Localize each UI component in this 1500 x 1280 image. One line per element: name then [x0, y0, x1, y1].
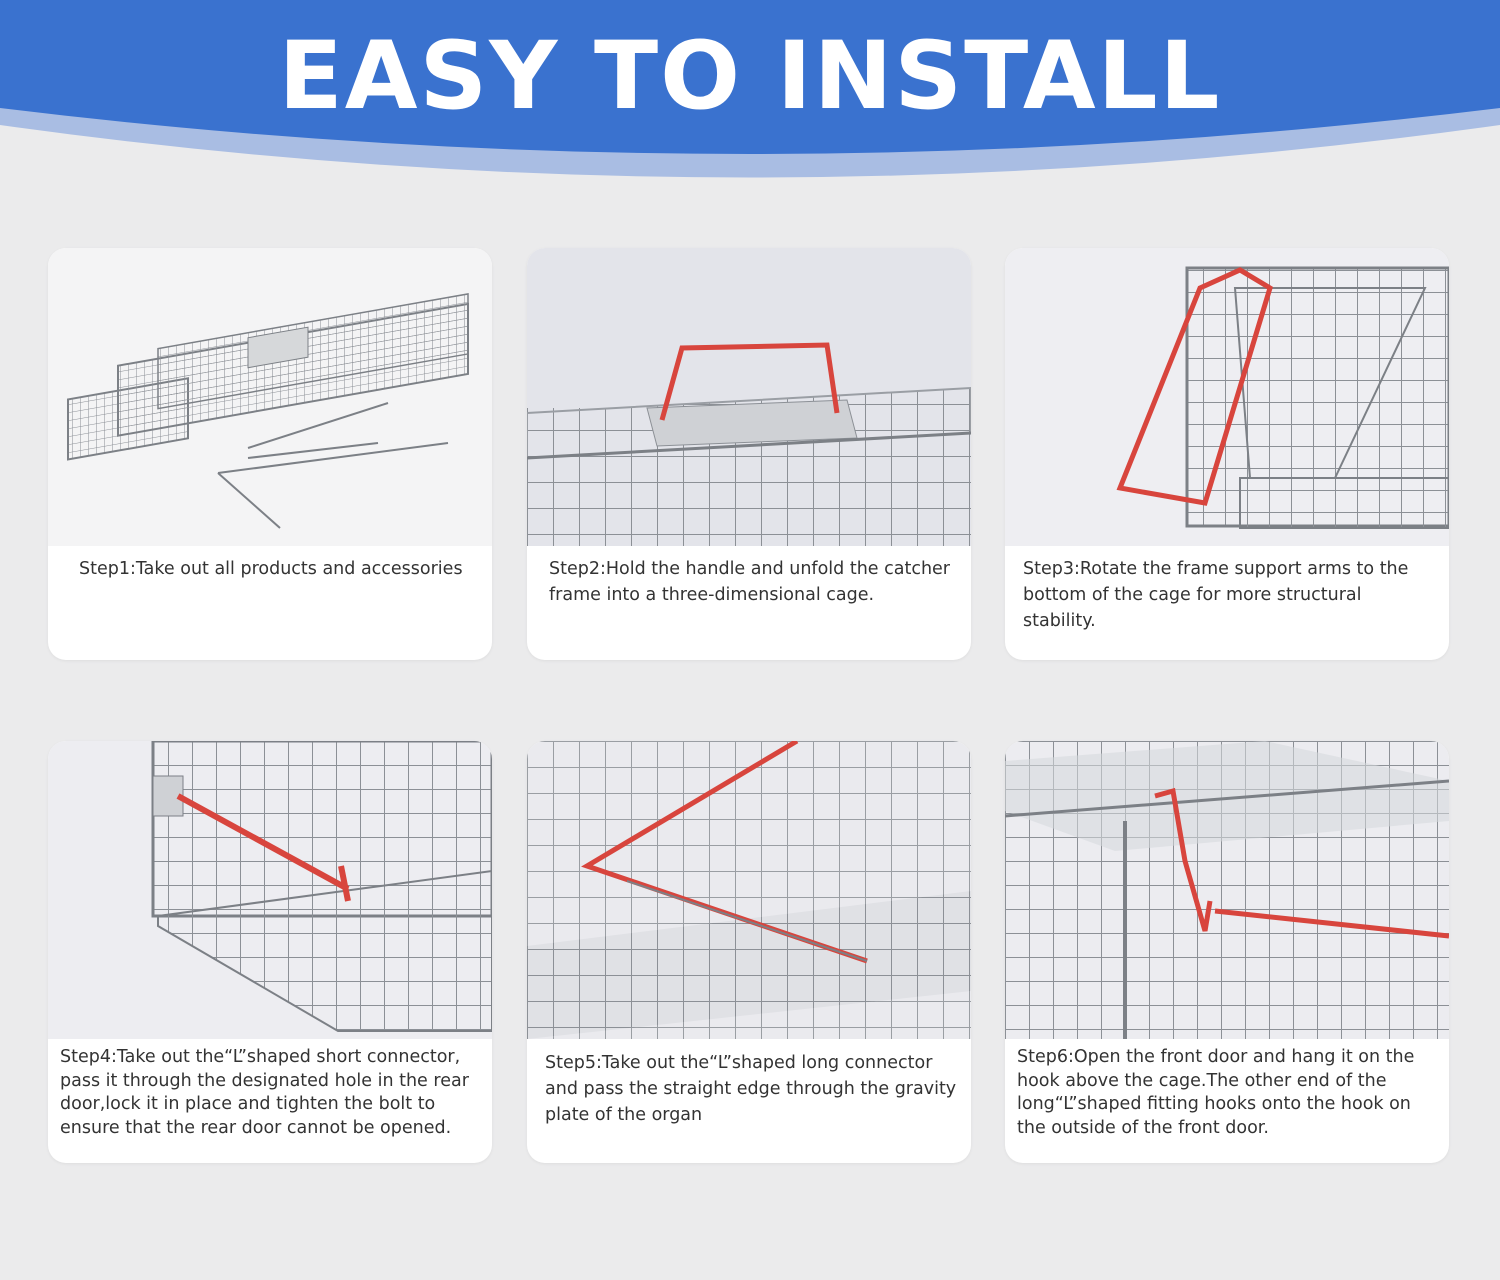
step-5-caption: Step5:Take out the“L”shaped long connect…: [545, 1053, 957, 1125]
banner-background: [0, 0, 1500, 178]
step-card-2: Step2:Hold the handle and unfold the cat…: [527, 248, 971, 660]
step-2-caption: Step2:Hold the handle and unfold the cat…: [549, 559, 950, 605]
step-5-photo: [527, 741, 971, 1039]
step-card-6: Step6:Open the front door and hang it on…: [1005, 741, 1449, 1163]
step-card-3: Step3:Rotate the frame support arms to t…: [1005, 248, 1449, 660]
step-card-5: Step5:Take out the“L”shaped long connect…: [527, 741, 971, 1163]
step-1-caption: Step1:Take out all products and accessor…: [79, 559, 463, 579]
gravity-plate-connector-icon: [527, 741, 971, 1039]
step-1-photo: [48, 248, 492, 546]
step-6-caption: Step6:Open the front door and hang it on…: [1017, 1047, 1415, 1138]
page-title: EASY TO INSTALL: [278, 22, 1222, 131]
step-4-caption: Step4:Take out the“L”shaped short connec…: [60, 1047, 469, 1138]
front-door-hook-icon: [1005, 741, 1449, 1039]
header-banner: EASY TO INSTALL: [0, 0, 1500, 200]
step-2-photo: [527, 248, 971, 546]
step-6-photo: [1005, 741, 1449, 1039]
step-4-photo: [48, 741, 492, 1039]
step-3-caption: Step3:Rotate the frame support arms to t…: [1023, 559, 1409, 631]
cage-support-arm-icon: [1116, 266, 1449, 529]
step-3-photo: [1005, 248, 1449, 546]
step-card-1: Step1:Take out all products and accessor…: [48, 248, 492, 660]
rear-door-connector-icon: [151, 741, 492, 1032]
flat-packed-cage-icon: [67, 293, 469, 529]
cage-handle-icon: [527, 342, 971, 546]
step-card-4: Step4:Take out the“L”shaped short connec…: [48, 741, 492, 1163]
